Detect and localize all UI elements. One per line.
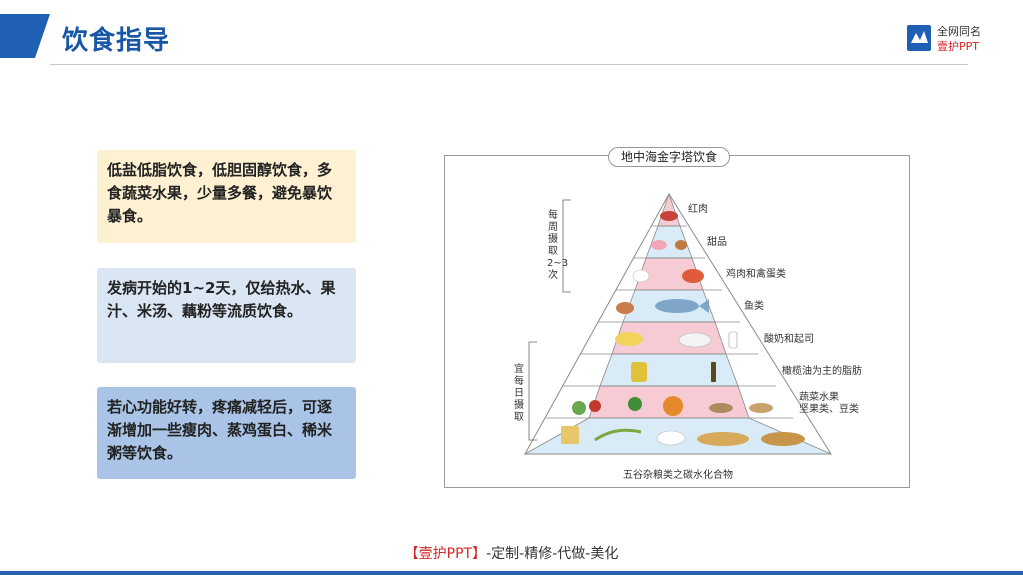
weekly-bracket: [562, 199, 571, 293]
sweets-icon: [651, 240, 667, 250]
advice-box-2: 发病开始的1~2天，仅给热水、果汁、米汤、藕粉等流质饮食。: [97, 268, 356, 363]
brand-logo-text: 全网同名 壹护PPT: [937, 25, 981, 53]
dairy-icon: [615, 332, 643, 346]
daily-bracket: [528, 341, 537, 441]
tier-label-olive-oil: 橄榄油为主的脂肪: [782, 366, 862, 377]
tier-label-vegetables: 蔬菜水果 坚果类、豆类: [799, 392, 859, 415]
bottom-accent-bar: [0, 571, 1023, 575]
advice-box-1: 低盐低脂饮食，低胆固醇饮食，多食蔬菜水果，少量多餐，避免暴饮暴食。: [97, 150, 356, 243]
title-divider: [50, 64, 968, 65]
title-accent-bar: [0, 14, 50, 58]
grains-icon: [561, 426, 579, 444]
footer-tagline: 【壹护PPT】-定制-精修-代做-美化: [0, 543, 1023, 563]
footer-brand: 【壹护PPT】: [404, 546, 487, 562]
tier-label-fish: 鱼类: [744, 301, 764, 312]
base-label: 五谷杂粮类之碳水化合物: [623, 470, 733, 481]
pyramid-graphic: [523, 192, 832, 455]
tier-separators: [545, 225, 793, 419]
advice-box-3: 若心功能好转，疼痛减轻后，可逐渐增加一些瘦肉、蒸鸡蛋白、稀米粥等饮食。: [97, 387, 356, 479]
pyramid-tiers: [523, 192, 832, 455]
pyramid-title: 地中海金字塔饮食: [608, 147, 731, 167]
poultry-icon: [632, 269, 650, 283]
tier-label-poultry: 鸡肉和禽蛋类: [726, 269, 786, 280]
tier-label-sweets: 甜品: [707, 237, 727, 248]
pyramid-outline: [524, 193, 832, 455]
red-meat-icon: [660, 211, 678, 221]
tier-red-meat: [657, 192, 681, 227]
footer-slogan: -定制-精修-代做-美化: [486, 546, 619, 562]
olive-oil-icon: [631, 362, 647, 382]
page-title: 饮食指导: [62, 26, 171, 56]
brand-logo-icon: [907, 25, 931, 51]
tier-olive-oil: [599, 353, 739, 387]
tier-label-dairy: 酸奶和起司: [764, 334, 814, 345]
food-illustrations: [561, 211, 805, 446]
weekly-intake-label: 每周摄取2~3次: [547, 210, 569, 281]
daily-intake-label: 宜每日摄取: [514, 364, 524, 423]
fish-icon: [655, 299, 699, 313]
pyramid-diagram: 地中海金字塔饮食: [444, 147, 910, 488]
tier-label-red-meat: 红肉: [688, 204, 708, 215]
vegetables-icon: [572, 401, 586, 415]
